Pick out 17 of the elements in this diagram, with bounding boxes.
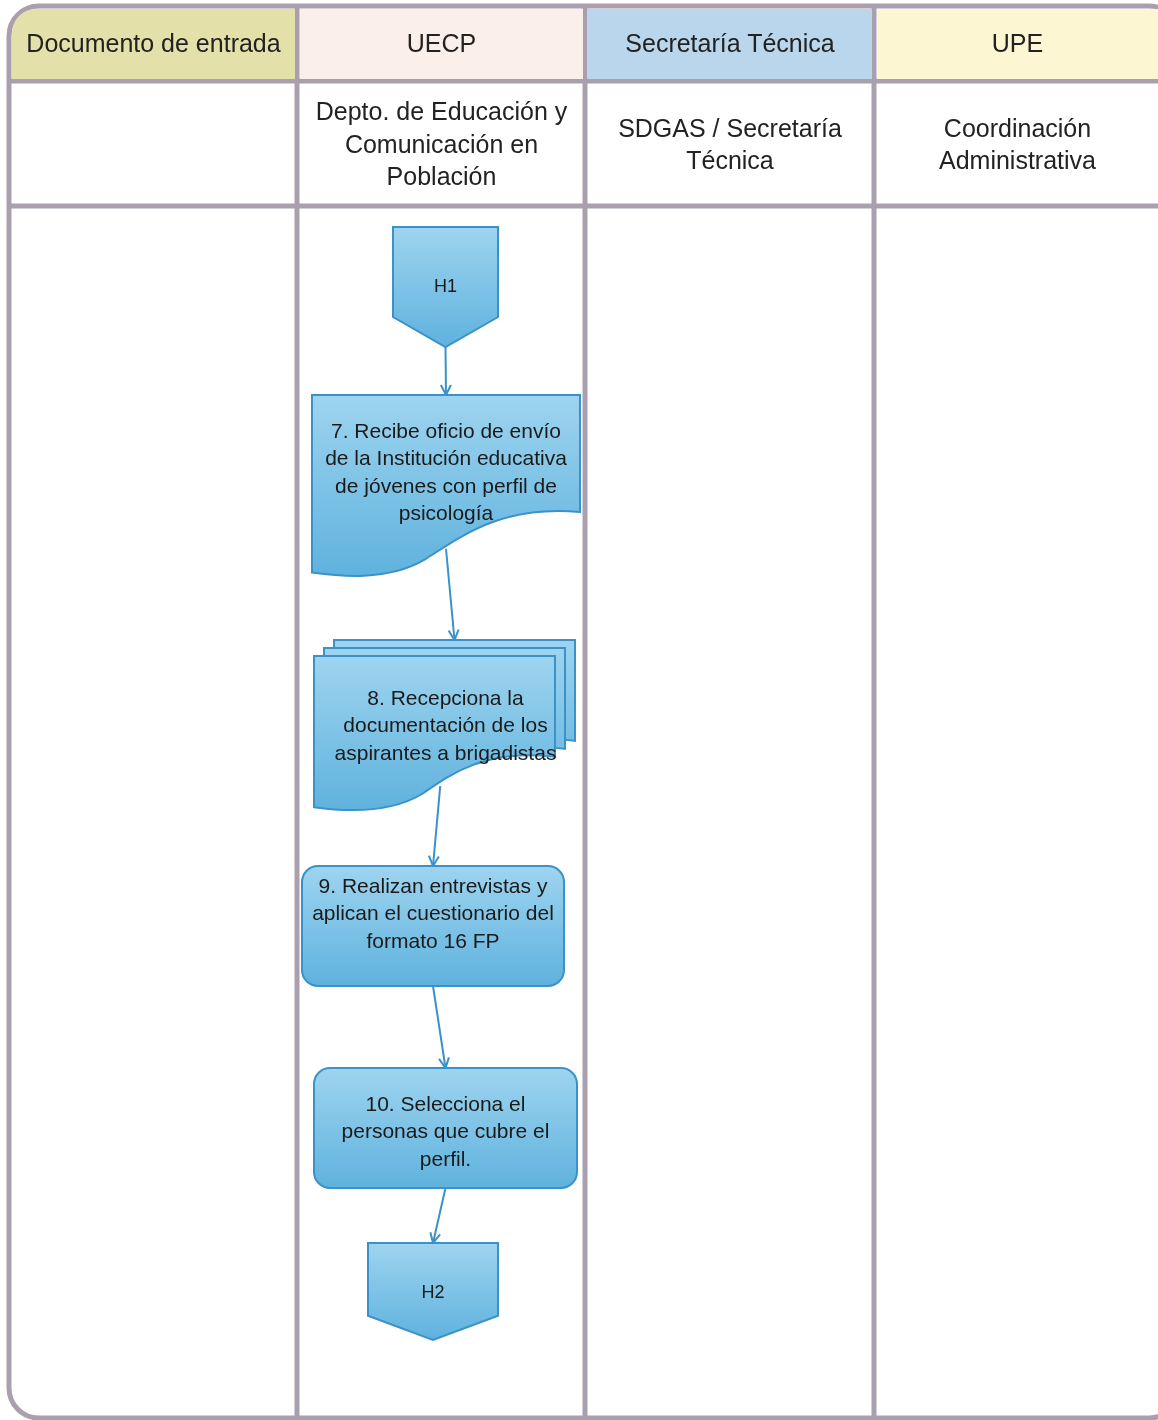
lane-header: Documento de entrada xyxy=(12,9,295,79)
document-shape: 7. Recibe oficio de envío de la Institución educativa de jóvenes con perfil de psicología xyxy=(312,395,580,578)
arrow xyxy=(445,547,460,641)
arrow xyxy=(427,785,442,867)
lane-header: UPE xyxy=(877,9,1158,79)
arrow xyxy=(429,1187,447,1244)
off-page-connector: H2 xyxy=(368,1243,498,1340)
lane-header: UECP xyxy=(300,9,583,79)
process-box: 9. Realizan entrevistas y aplican el cuestionario del formato 16 FP xyxy=(302,866,564,986)
off-page-connector: H1 xyxy=(393,227,498,347)
lane-subheader: Depto. de Educación y Comunicación en Población xyxy=(314,96,569,193)
arrow xyxy=(432,985,450,1069)
process-box: 10. Selecciona el personas que cubre el perfil. xyxy=(314,1068,577,1188)
arrow xyxy=(439,346,452,396)
lane-subheader: Coordinación Administrativa xyxy=(938,112,1097,176)
lane-header: Secretaría Técnica xyxy=(588,9,872,79)
lane-subheader: SDGAS / Secretaría Técnica xyxy=(617,112,843,176)
